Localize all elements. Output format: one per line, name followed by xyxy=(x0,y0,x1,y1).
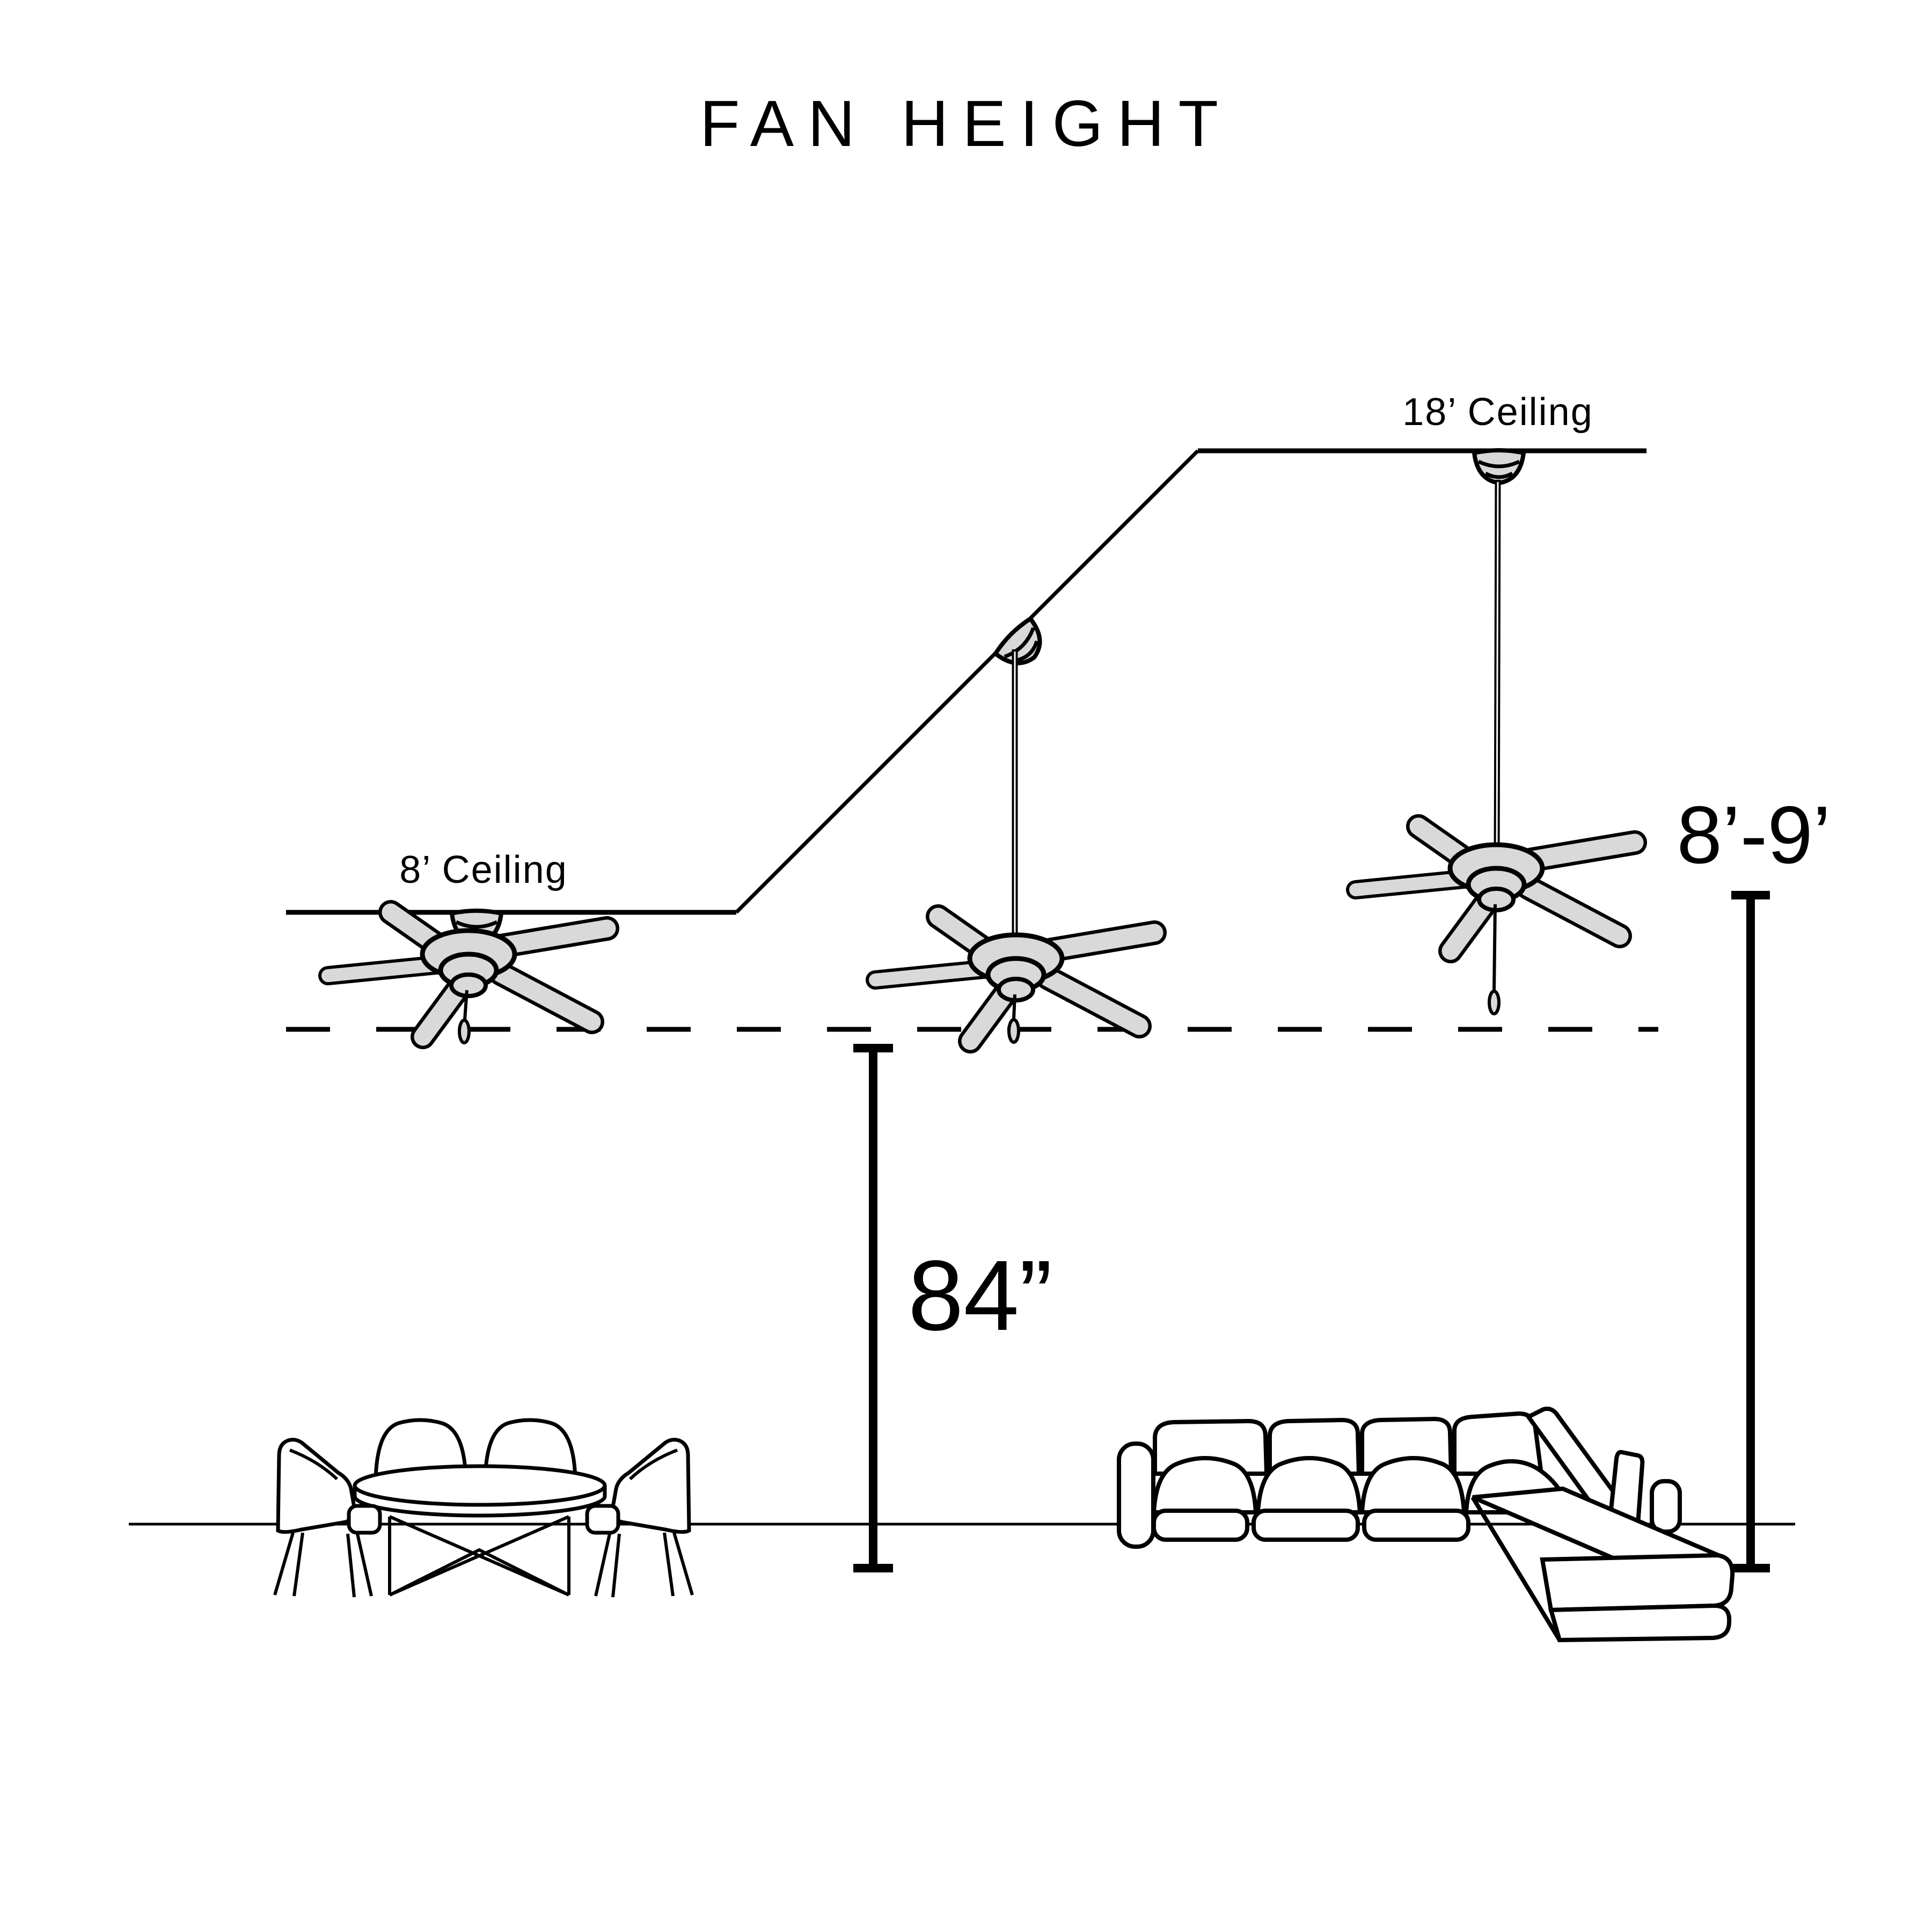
mount-range-value: 8’-9’ xyxy=(1677,789,1831,881)
dining-table-top xyxy=(353,1464,607,1518)
sofa-right-arm xyxy=(1650,1479,1682,1534)
fan-flush-mount-8ft xyxy=(328,911,607,1043)
fan-canopy xyxy=(993,617,1051,675)
sofa-base-cushions xyxy=(1152,1509,1470,1542)
fan-canopy xyxy=(1474,450,1524,483)
sofa-left-arm xyxy=(1117,1441,1155,1549)
dining-set xyxy=(275,1418,692,1597)
sofa-back-cushions xyxy=(1153,1411,1544,1476)
fan-downrod-18ft-ceiling xyxy=(1356,450,1635,1015)
floor-clearance-value: 84” xyxy=(908,1240,1052,1351)
table-pedestal xyxy=(388,1515,570,1597)
ceiling-18ft-label: 18’ Ceiling xyxy=(1402,391,1593,434)
ceiling-line-sloped xyxy=(735,449,1199,914)
sofa-chaise xyxy=(1470,1486,1735,1643)
dining-chair-right xyxy=(587,1440,692,1597)
ceiling-lines xyxy=(286,448,1646,915)
ceiling-8ft-label: 8’ Ceiling xyxy=(399,848,567,891)
fan-downrod-sloped-ceiling xyxy=(875,617,1154,1042)
fan-pull-chain xyxy=(1012,994,1016,1019)
fan-pull-chain xyxy=(463,990,469,1020)
fan-pull-chain xyxy=(1492,904,1497,991)
page-title: FAN HEIGHT xyxy=(700,87,1232,160)
measure-84in: 84” xyxy=(853,1044,1052,1572)
measure-8-9ft: 8’-9’ xyxy=(1677,789,1831,1572)
dining-chair-left xyxy=(275,1440,380,1597)
sectional-sofa xyxy=(1117,1407,1735,1643)
